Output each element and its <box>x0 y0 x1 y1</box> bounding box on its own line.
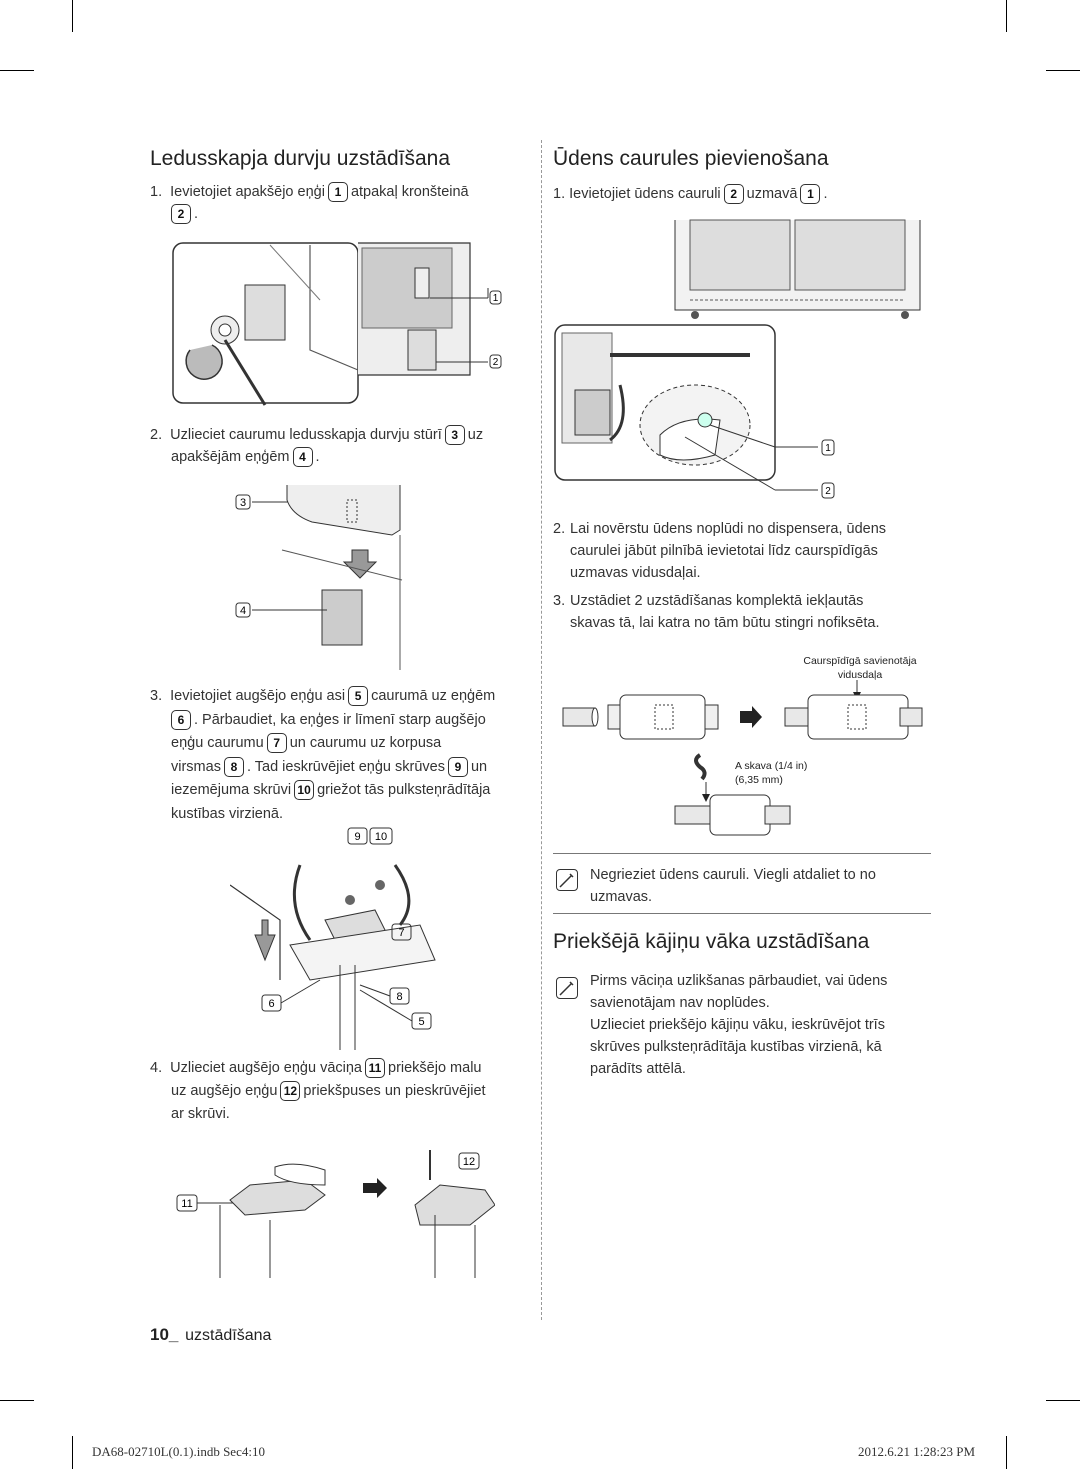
crop-mark <box>1046 1400 1080 1401</box>
figure-bottom-hinge: 1 2 <box>172 242 502 406</box>
callout-r1: 1 <box>825 443 831 454</box>
page-number: 10_ uzstādīšana <box>150 1325 272 1344</box>
callout-8: 8 <box>396 991 402 1003</box>
label-transparent-middle: Caurspīdīgā savienotāja vidusdaļa <box>803 655 917 681</box>
crop-mark <box>0 1400 34 1401</box>
callout-1: 1 <box>493 293 499 304</box>
figure-hinge-cover: 11 12 <box>176 1150 495 1278</box>
callout-r2: 2 <box>825 486 831 497</box>
print-file-info: DA68-02710L(0.1).indb Sec4:10 <box>92 1444 265 1459</box>
figure-connector <box>562 680 923 836</box>
crop-mark <box>0 70 34 71</box>
callout-6: 6 <box>268 998 274 1010</box>
callout-10: 10 <box>375 831 387 843</box>
rule <box>553 913 931 914</box>
column-divider <box>541 140 542 1320</box>
crop-mark <box>72 1436 73 1469</box>
right-heading-2: Priekšējā kājiņu vāka uzstādīšana <box>553 930 870 953</box>
rule <box>553 853 931 854</box>
left-heading: Ledusskapja durvju uzstādīšana <box>150 147 451 170</box>
right-step-2: 2. Lai novērstu ūdens noplūdi no dispens… <box>553 521 887 581</box>
callout-4: 4 <box>240 605 246 617</box>
figure-top-hinge: 9 10 7 6 8 5 <box>230 827 436 1050</box>
note-icon <box>556 977 578 999</box>
callout-3: 3 <box>240 497 246 509</box>
right-heading: Ūdens caurules pievienošana <box>553 147 829 170</box>
crop-mark <box>1006 1436 1007 1469</box>
crop-mark <box>1046 70 1080 71</box>
callout-11: 11 <box>181 1198 192 1210</box>
crop-mark <box>72 0 73 32</box>
callout-12: 12 <box>463 1156 475 1168</box>
callout-2: 2 <box>493 357 499 368</box>
callout-5: 5 <box>418 1016 424 1028</box>
callout-7: 7 <box>398 927 404 939</box>
callout-9: 9 <box>354 831 360 843</box>
label-clip: A skava (1/4 in) (6,35 mm) <box>735 760 808 786</box>
crop-mark <box>1006 0 1007 32</box>
note-2: Pirms vāciņa uzlikšanas pārbaudiet, vai … <box>590 973 888 1077</box>
figure-water-pipe: 1 2 <box>554 219 921 499</box>
print-date: 2012.6.21 1:28:23 PM <box>858 1444 976 1459</box>
right-step-3: 3. Uzstādiet 2 uzstādīšanas komplektā ie… <box>553 593 880 631</box>
note-1: Negrieziet ūdens cauruli. Viegli atdalie… <box>590 867 876 905</box>
note-icon <box>556 869 578 891</box>
left-step-2: 2. Uzlieciet caurumu ledusskapja durvju … <box>150 424 530 468</box>
figure-door-onto-hinge: 3 4 <box>235 485 403 670</box>
